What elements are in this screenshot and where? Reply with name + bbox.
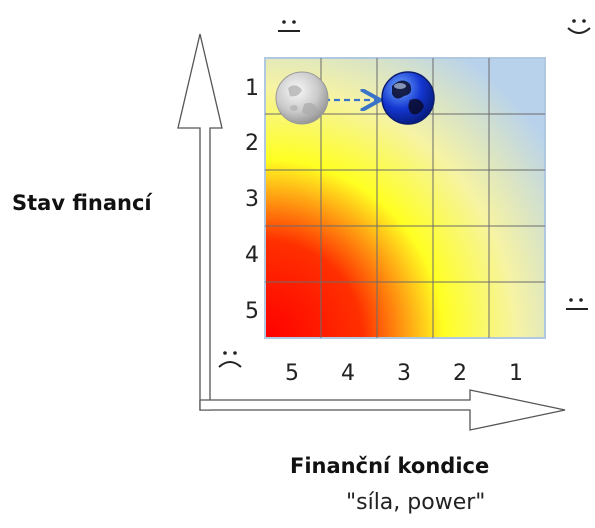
col-label: 2 bbox=[453, 361, 467, 386]
neutral-face-icon bbox=[278, 20, 300, 32]
happy-face-icon bbox=[567, 19, 591, 34]
moon-icon bbox=[275, 71, 329, 125]
col-labels: 5 4 3 2 1 bbox=[285, 361, 523, 386]
x-axis-arrow bbox=[199, 389, 566, 431]
neutral-face-icon bbox=[566, 298, 588, 310]
col-label: 3 bbox=[397, 361, 411, 386]
sad-face-icon bbox=[218, 351, 242, 368]
earth-icon bbox=[381, 71, 435, 125]
row-label: 4 bbox=[245, 243, 259, 268]
row-label: 3 bbox=[245, 187, 259, 212]
row-label: 1 bbox=[245, 76, 259, 101]
row-labels: 1 2 3 4 5 bbox=[245, 76, 259, 324]
row-label: 2 bbox=[245, 131, 259, 156]
col-label: 4 bbox=[341, 361, 355, 386]
col-label: 5 bbox=[285, 361, 299, 386]
row-label: 5 bbox=[245, 299, 259, 324]
col-label: 1 bbox=[509, 361, 523, 386]
y-axis-arrow bbox=[177, 33, 223, 411]
x-axis-label: Finanční kondice bbox=[290, 454, 490, 478]
y-axis-label: Stav financí bbox=[12, 191, 152, 215]
x-axis-sublabel: "síla, power" bbox=[346, 490, 486, 515]
